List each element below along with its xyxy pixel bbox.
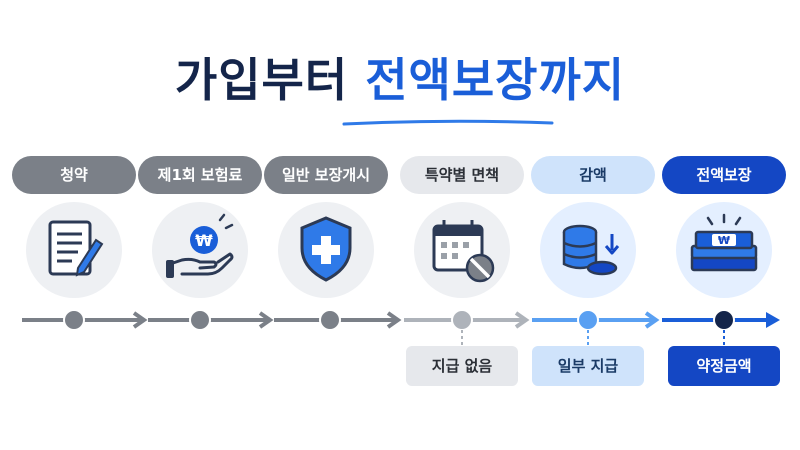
title-part-2: 전액보장까지	[365, 53, 626, 107]
stage-pill-full-coverage: 전액보장	[662, 156, 786, 194]
stage-circle-reduction	[540, 202, 636, 298]
stage-circle-full-coverage: ₩	[676, 202, 772, 298]
calendar-block-icon	[432, 220, 495, 283]
title-part-1: 가입부터	[174, 53, 349, 107]
money-bundle-icon: ₩	[690, 213, 758, 272]
outcome-box-no-payment: 지급 없음	[406, 346, 518, 386]
hand-coin-icon: ₩	[166, 213, 234, 278]
stage-circle-subscription	[26, 202, 122, 298]
outcome-box-agreed-amount: 약정금액	[668, 346, 780, 386]
stage-pill-first-premium: 제1회 보험료	[138, 156, 262, 194]
contract-document-icon	[48, 220, 104, 277]
coin-stack-decrease-icon	[562, 224, 620, 276]
stage-pill-rider-exemption: 특약별 면책	[400, 156, 524, 194]
timeline-arrow	[22, 309, 780, 346]
stage-pill-subscription: 청약	[12, 156, 136, 194]
svg-text:₩: ₩	[195, 231, 213, 250]
stage-circle-first-premium: ₩	[152, 202, 248, 298]
svg-text:₩: ₩	[718, 234, 730, 247]
shield-plus-icon	[300, 216, 352, 282]
stage-pill-reduction: 감액	[531, 156, 655, 194]
page-title: 가입부터 전액보장까지	[0, 52, 800, 108]
outcome-box-partial-payment: 일부 지급	[532, 346, 644, 386]
stage-circle-rider-exemption	[414, 202, 510, 298]
stage-pill-coverage-start: 일반 보장개시	[264, 156, 388, 194]
stage-circle-coverage-start	[278, 202, 374, 298]
title-underline	[342, 119, 554, 126]
